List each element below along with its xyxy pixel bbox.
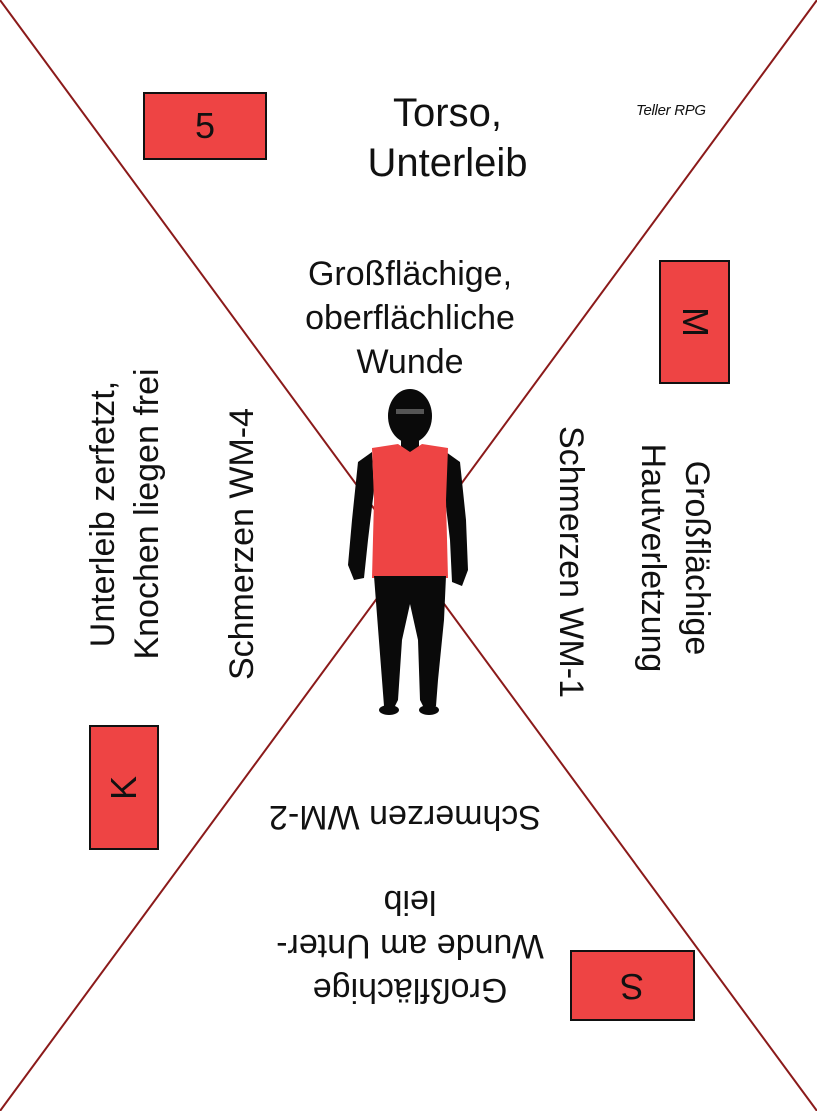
wound-top-line-1: Großflächige, <box>307 255 513 293</box>
severity-box-left: K <box>89 725 159 850</box>
severity-letter-m: M <box>674 307 716 337</box>
wound-right-effect-text: Schmerzen WM-1 <box>552 425 590 699</box>
wound-effect-bottom: Schmerzen WM-2 <box>245 795 565 839</box>
severity-box-top-left: 5 <box>143 92 267 160</box>
severity-box-right: M <box>659 260 730 384</box>
wound-bottom-line-2: Wunde am Unter- <box>276 927 544 965</box>
severity-letter-k: K <box>102 775 144 800</box>
card-title: Torso, Unterleib <box>300 88 595 188</box>
wound-text-right: Großflächige Hautverletzung <box>631 388 719 728</box>
wound-bottom-effect-text: Schmerzen WM-2 <box>268 798 542 836</box>
wound-left-line-1: Unterleib zerfetzt, <box>84 380 122 648</box>
wound-effect-right: Schmerzen WM-1 <box>549 412 593 712</box>
wound-right-line-2: Hautverletzung <box>634 443 672 673</box>
title-line-2: Unterleib <box>367 141 528 185</box>
wound-top-line-3: Wunde <box>356 343 464 381</box>
body-figure-icon <box>348 389 468 715</box>
wound-left-effect-text: Schmerzen WM-4 <box>223 407 261 681</box>
wound-text-bottom: Großflächige Wunde am Unter- leib <box>250 880 570 1012</box>
torso-highlight <box>372 444 448 578</box>
severity-box-bottom: S <box>570 950 695 1021</box>
title-line-1: Torso, <box>393 91 502 135</box>
severity-number: 5 <box>194 105 216 146</box>
brand-label: Teller RPG <box>636 102 706 119</box>
wound-bottom-line-3: leib <box>383 883 437 921</box>
wound-left-line-2: Knochen liegen frei <box>128 368 166 660</box>
wound-right-line-1: Großflächige <box>678 460 716 656</box>
wound-top-line-2: oberflächliche <box>305 299 515 337</box>
wound-effect-left: Schmerzen WM-4 <box>220 394 264 694</box>
severity-letter-s: S <box>620 965 645 1007</box>
wound-text-top: Großflächige, oberflächliche Wunde <box>260 252 560 384</box>
wound-text-left: Unterleib zerfetzt, Knochen liegen frei <box>81 344 169 684</box>
wound-bottom-line-1: Großflächige <box>312 971 508 1009</box>
